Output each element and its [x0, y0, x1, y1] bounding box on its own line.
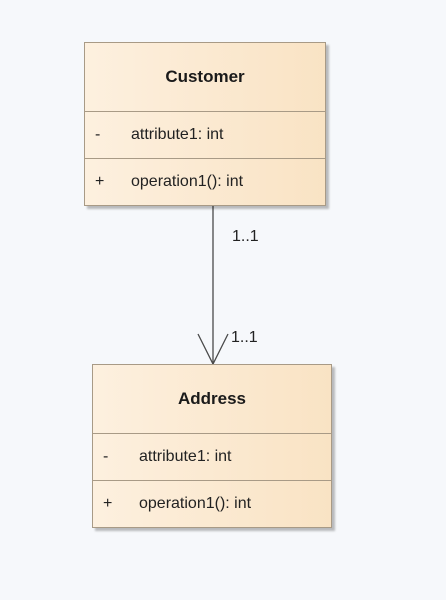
attribute-row[interactable]: - attribute1: int — [93, 434, 331, 481]
class-address[interactable]: Address - attribute1: int + operation1()… — [92, 364, 332, 528]
attribute-text: attribute1: int — [139, 448, 232, 465]
visibility-marker: + — [95, 173, 105, 190]
visibility-marker: - — [103, 448, 109, 465]
target-multiplicity: 1..1 — [231, 329, 258, 346]
visibility-marker: - — [95, 126, 101, 143]
operation-row[interactable]: + operation1(): int — [85, 159, 325, 205]
class-customer[interactable]: Customer - attribute1: int + operation1(… — [84, 42, 326, 206]
class-name: Customer — [85, 43, 325, 112]
attribute-text: attribute1: int — [131, 126, 224, 143]
operation-text: operation1(): int — [131, 173, 244, 190]
operation-text: operation1(): int — [139, 495, 252, 512]
class-name: Address — [93, 365, 331, 434]
attribute-row[interactable]: - attribute1: int — [85, 112, 325, 159]
operation-row[interactable]: + operation1(): int — [93, 481, 331, 527]
visibility-marker: + — [103, 495, 113, 512]
source-multiplicity: 1..1 — [232, 228, 259, 245]
